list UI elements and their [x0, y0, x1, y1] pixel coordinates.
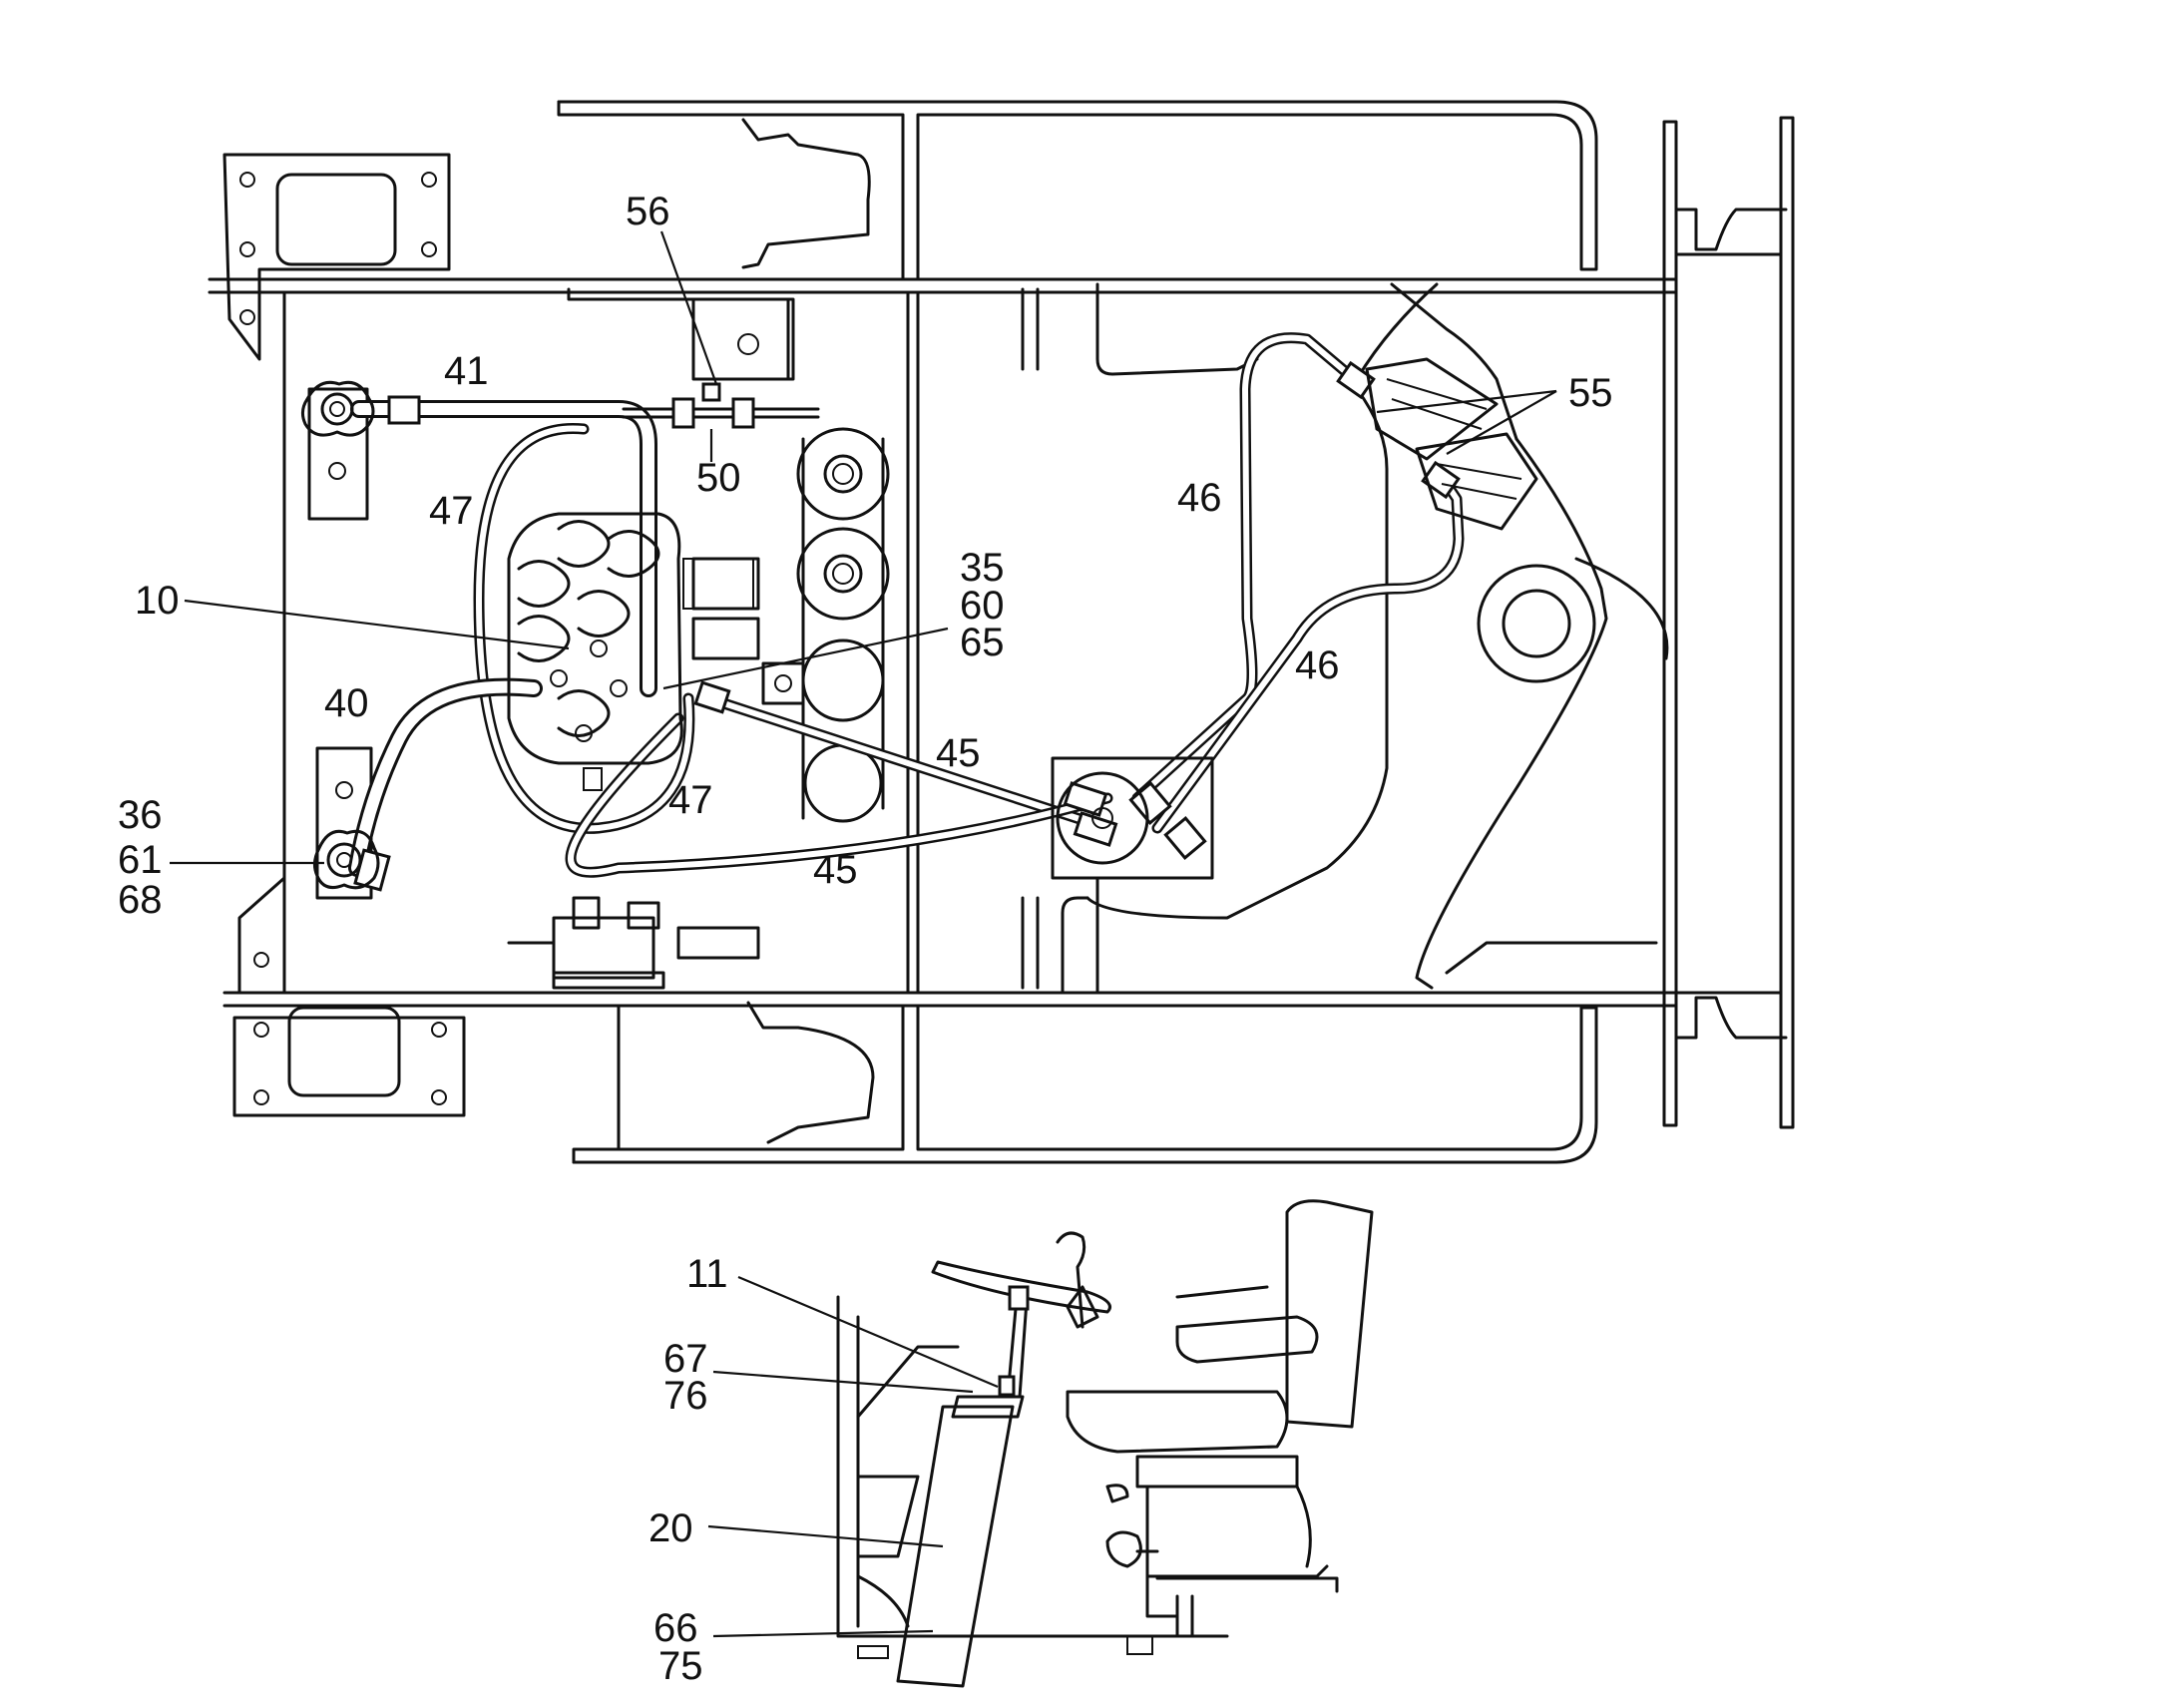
- part-labels: 10 35 60 65 36 61 68 40 41 45 45 46 46 4…: [118, 190, 1613, 1688]
- label-75: 75: [658, 1644, 703, 1688]
- label-46-right: 46: [1295, 643, 1340, 687]
- label-56: 56: [626, 190, 670, 233]
- hose-fittings: [353, 360, 1461, 892]
- tee-fitting: [622, 297, 820, 429]
- leader-lines: [170, 230, 1557, 1638]
- label-50: 50: [696, 456, 741, 500]
- label-35: 35: [960, 546, 1005, 590]
- label-60: 60: [960, 584, 1005, 628]
- label-65: 65: [960, 621, 1005, 664]
- label-66: 66: [653, 1606, 698, 1650]
- swivel-joint: [1051, 756, 1214, 880]
- label-68: 68: [118, 878, 163, 922]
- label-45-upper: 45: [936, 731, 981, 775]
- hose-clamps: [300, 380, 380, 890]
- label-10: 10: [135, 579, 180, 623]
- label-40: 40: [324, 681, 369, 725]
- label-46-left: 46: [1177, 476, 1222, 520]
- relief-valve: [507, 896, 760, 990]
- label-45-lower: 45: [813, 848, 858, 892]
- chassis-frame: [208, 100, 1795, 1164]
- label-61: 61: [118, 838, 163, 882]
- label-36: 36: [118, 793, 163, 837]
- label-67: 67: [663, 1337, 708, 1381]
- label-47-upper: 47: [429, 489, 474, 533]
- label-11: 11: [686, 1252, 728, 1296]
- cab-side-view: [836, 1199, 1374, 1688]
- manifold-block: [1365, 357, 1538, 531]
- label-20: 20: [649, 1506, 693, 1550]
- label-76: 76: [663, 1374, 708, 1418]
- label-47-lower: 47: [668, 778, 713, 822]
- control-valve: [507, 512, 754, 791]
- label-55: 55: [1568, 371, 1613, 415]
- hose-lines: [348, 332, 1465, 878]
- label-41: 41: [444, 349, 489, 393]
